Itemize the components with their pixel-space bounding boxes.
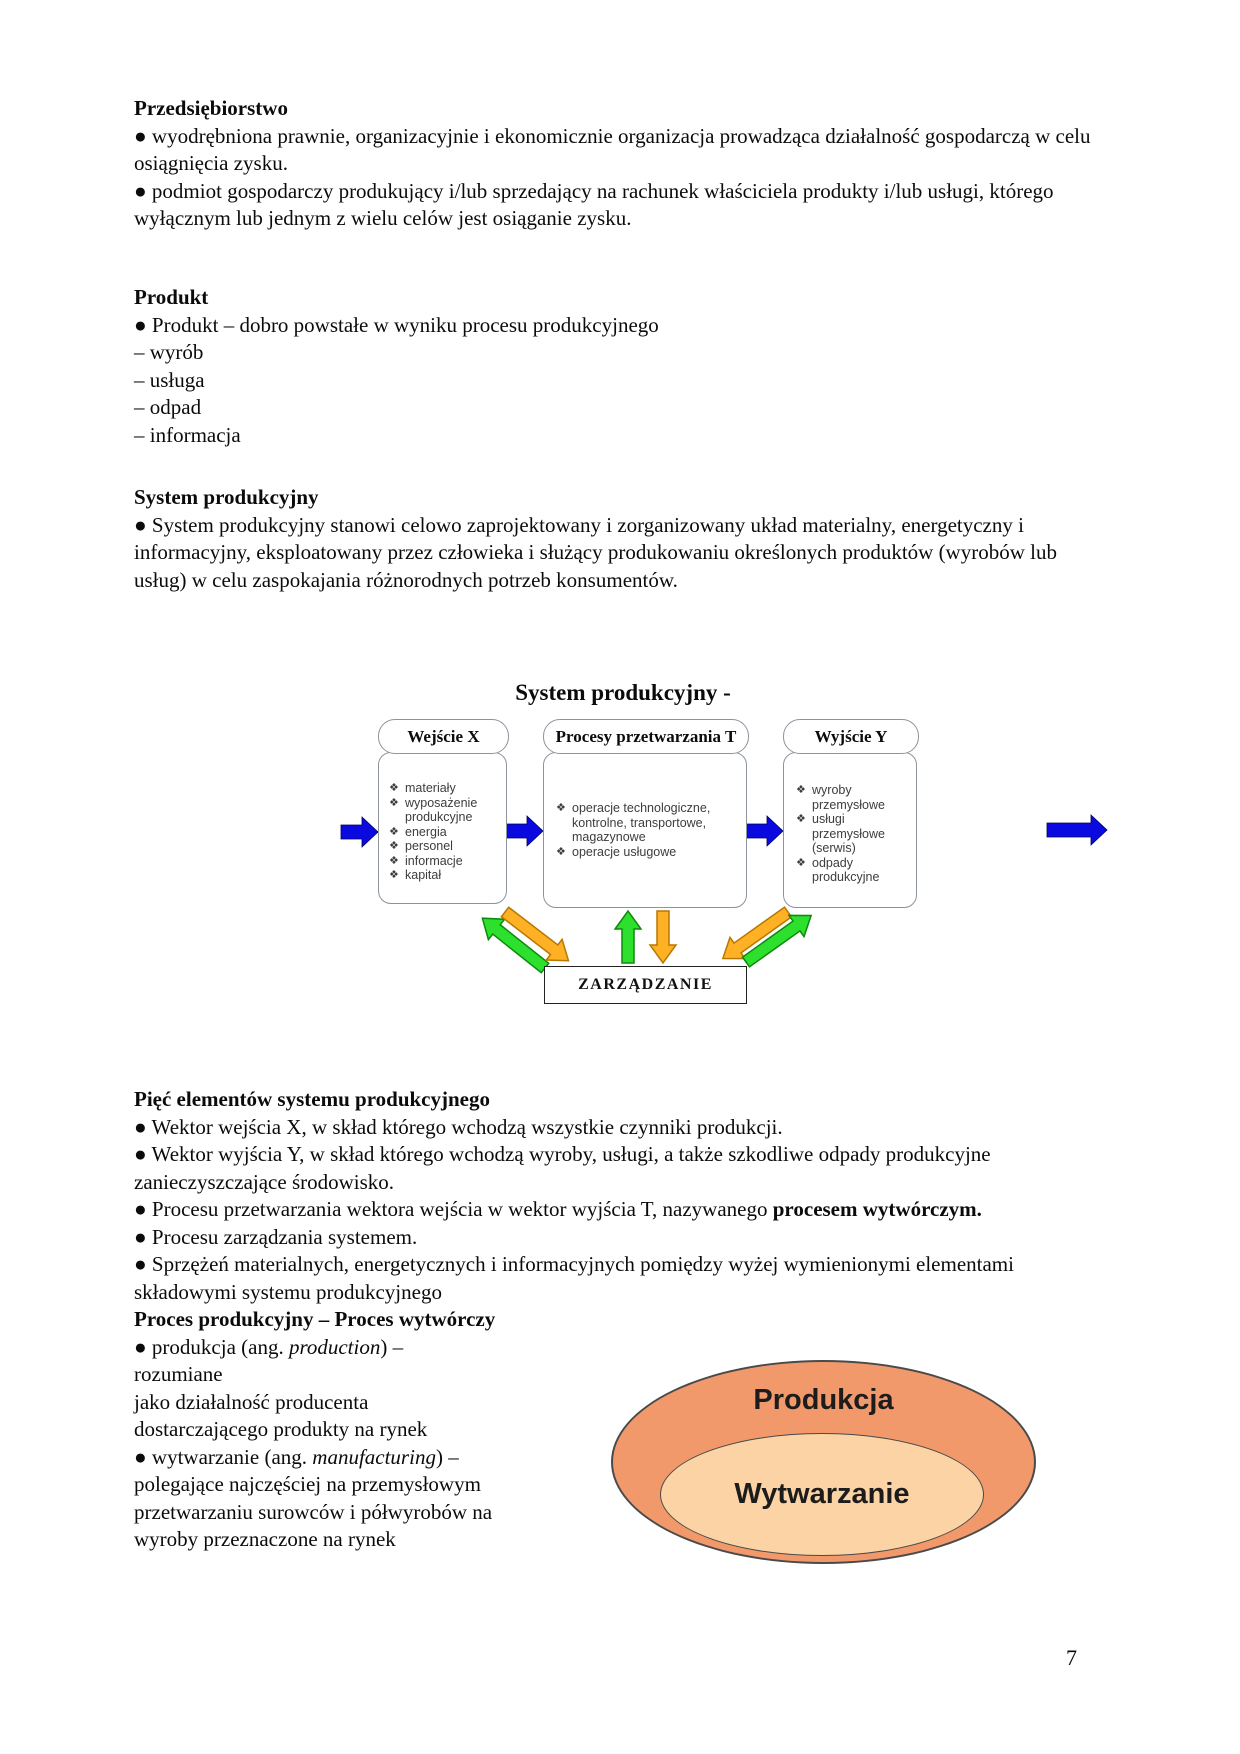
section-przedsiebiorstwo: Przedsiębiorstwo ● wyodrębniona prawnie,… [134,95,1112,233]
input-item: ❖ personel [389,839,502,854]
diamond-bullet-icon: ❖ [556,802,566,814]
input-item-label: kapitał [405,868,442,882]
text-line: dostarczającego produkty na rynek [134,1417,428,1441]
diamond-bullet-icon: ❖ [389,782,399,794]
flow-arrow-out-of-output [1046,814,1108,846]
input-item: ❖ materiały [389,781,502,796]
text-line: rozumiane [134,1362,223,1386]
list-item: – informacja [134,422,241,447]
section-system-produkcyjny: System produkcyjny ● System produkcyjny … [134,484,1112,594]
section-produkt: Produkt ● Produkt – dobro powstałe w wyn… [134,284,1112,449]
input-item: ❖ informacje [389,854,502,869]
control-arrow-orange-right [721,906,793,960]
output-item-label: odpady produkcyjne [812,855,880,885]
list-item: – wyrób [134,340,204,364]
list-item: ● Procesu zarządzania systemem. [134,1224,418,1249]
process-box: ❖ operacje technologiczne, kontrolne, tra… [543,752,747,908]
control-arrow-orange-center [648,910,678,965]
heading-produkt: Produkt [134,285,209,309]
input-item: ❖ wyposażenie produkcyjne [389,796,502,825]
control-arrow-orange-left [500,906,570,962]
diamond-bullet-icon: ❖ [389,840,399,852]
input-item-label: wyposażenie produkcyjne [405,795,478,825]
diagram-title: System produkcyjny - [515,680,731,705]
paragraph: ● System produkcyjny stanowi celowo zapr… [134,512,1057,592]
diamond-bullet-icon: ❖ [796,856,806,869]
text-segment: ) – [435,1444,459,1469]
paragraph: ● wyodrębniona prawnie, organizacyjnie i… [134,123,1091,176]
output-item: ❖ odpady produkcyjne [796,856,912,885]
heading-przedsiebiorstwo: Przedsiębiorstwo [134,96,288,120]
text-line: przetwarzaniu surowców i półwyrobów na [134,1499,493,1524]
text-line: jako działalność producenta [134,1389,369,1414]
input-item-label: materiały [405,781,456,795]
list-item: ● Procesu przetwarzania wektora wejścia … [134,1196,1112,1224]
list-item: – odpad [134,395,202,419]
list-item: – usługa [134,367,205,392]
process-item: ❖ operacje technologiczne, kontrolne, tra… [556,801,738,845]
management-box: ZARZĄDZANIE [544,966,747,1004]
diamond-bullet-icon: ❖ [389,825,399,838]
text-line: wyroby przeznaczone na rynek [134,1527,396,1551]
heading-five-elements: Pięć elementów systemu produkcyjnego [134,1087,490,1111]
input-item: ❖ energia [389,825,502,840]
text-line: ● produkcja (ang. production) – [134,1334,1112,1362]
input-item: ❖ kapitał [389,868,502,883]
process-item-label: operacje technologiczne, kontrolne, tran… [572,801,711,844]
paragraph: ● podmiot gospodarczy produkujący i/lub … [134,178,1054,231]
text-segment: ● produkcja (ang. [134,1334,289,1359]
input-box-header: Wejście X [378,719,509,754]
list-item-text: ● Procesu przetwarzania wektora wejścia … [134,1197,773,1221]
text-segment: ● wytwarzanie (ang. [134,1444,313,1469]
heading-proces-produkcyjny: Proces produkcyjny – Proces wytwórczy [134,1307,496,1331]
flow-arrow-process-to-output [745,815,784,847]
feedback-arrow-green-center [613,909,643,964]
text-segment-italic: manufacturing [312,1444,436,1469]
feedback-arrow-green-left [481,917,550,974]
text-segment: ) – [380,1334,404,1359]
output-item-label: usługi przemysłowe (serwis) [812,812,885,855]
output-item-label: wyroby przemysłowe [812,783,885,812]
output-item: ❖ wyroby przemysłowe [796,783,912,812]
output-box: ❖ wyroby przemysłowe ❖ usługi przemysłowe … [783,752,917,908]
diamond-bullet-icon: ❖ [389,869,399,881]
text-line: ● wytwarzanie (ang. manufacturing) – [134,1444,1112,1472]
flow-arrow-input-to-process [505,815,544,847]
list-item: ● Wektor wejścia X, w skład którego wcho… [134,1114,783,1139]
input-box: ❖ materiały ❖ wyposażenie produkcyjne ❖ ene… [378,752,507,904]
text-segment-italic: production [288,1334,381,1359]
flow-arrow-into-input [340,816,379,848]
input-item-label: energia [405,824,447,839]
manufacturing-ellipse-label: Wytwarzanie [734,1478,910,1510]
list-item: ● Sprzężeń materialnych, energetycznych … [134,1252,1014,1304]
list-item: ● Wektor wyjścia Y, w skład którego wcho… [134,1142,991,1194]
production-ellipse: Produkcja Wytwarzanie [611,1360,1036,1564]
heading-system-produkcyjny: System produkcyjny [134,485,319,509]
diamond-bullet-icon: ❖ [796,784,806,796]
manufacturing-ellipse: Wytwarzanie [660,1433,984,1556]
process-item: ❖ operacje usługowe [556,845,738,860]
diamond-bullet-icon: ❖ [796,813,806,825]
process-box-header: Procesy przetwarzania T [543,719,749,754]
text-line: polegające najczęściej na przemysłowym [134,1472,481,1496]
feedback-arrow-green-right [741,914,813,968]
input-item-label: personel [405,839,453,853]
section-five-elements: Pięć elementów systemu produkcyjnego ● W… [134,1086,1112,1554]
output-item: ❖ usługi przemysłowe (serwis) [796,812,912,856]
diamond-bullet-icon: ❖ [389,854,399,867]
page-number: 7 [1066,1645,1077,1670]
input-item-label: informacje [405,853,463,868]
diamond-bullet-icon: ❖ [556,845,566,858]
list-item-bold-text: procesem wytwórczym. [772,1197,982,1221]
list-item: ● Produkt – dobro powstałe w wyniku proc… [134,312,659,337]
production-ellipse-label: Produkcja [753,1384,894,1416]
output-box-header: Wyjście Y [783,719,919,754]
process-item-label: operacje usługowe [572,844,677,859]
diamond-bullet-icon: ❖ [389,796,399,809]
